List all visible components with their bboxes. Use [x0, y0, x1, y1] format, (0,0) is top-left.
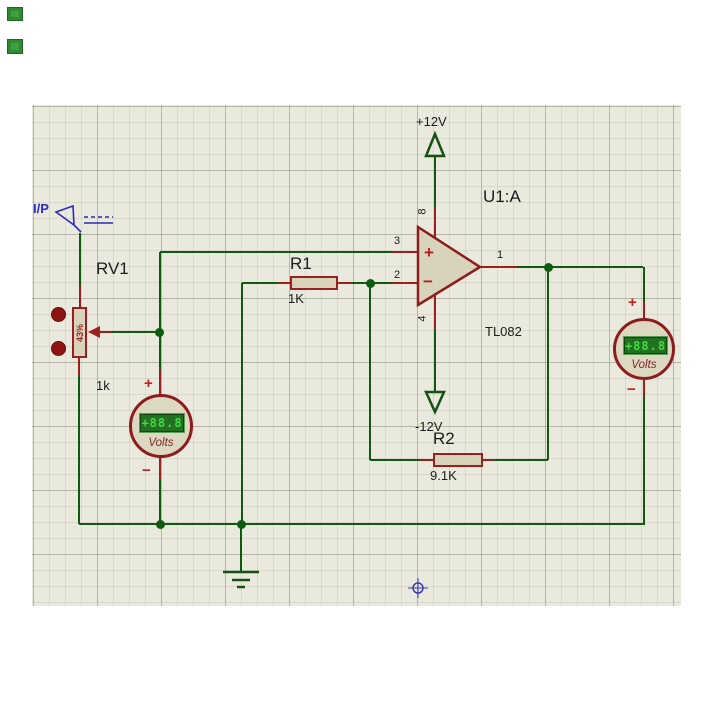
resistor-r2-body[interactable]: [433, 453, 483, 467]
stub-meter-right-top: [643, 302, 645, 318]
pin-label-8: 8: [416, 208, 429, 215]
wire-feedback-bottom-left[interactable]: [370, 459, 420, 461]
voltmeter-right-lcd: +88.8: [623, 336, 668, 355]
pin-label-3: 3: [394, 235, 401, 247]
r2-value-label: 9.1K: [430, 468, 457, 483]
resistor-r1-body[interactable]: [290, 276, 338, 290]
wire-feedback-left[interactable]: [369, 283, 371, 460]
r2-ref-label: R2: [433, 429, 455, 448]
pot-decrement-button[interactable]: [51, 341, 66, 356]
opamp-ref-label: U1:A: [483, 187, 521, 206]
wire-input-drop[interactable]: [79, 233, 81, 285]
pin-label-2: 2: [394, 269, 401, 281]
stub-meter-left-top: [159, 370, 161, 395]
wire-r1-left[interactable]: [242, 282, 277, 284]
wire-right-column-top[interactable]: [643, 267, 645, 302]
schematic-canvas[interactable]: [32, 105, 681, 606]
junction-wiper: [155, 328, 164, 337]
voltmeter-left-unit: Volts: [148, 437, 174, 449]
stub-pin3: [392, 251, 418, 253]
wire-feedback-right[interactable]: [547, 267, 549, 460]
opamp-part-label: TL082: [485, 324, 522, 339]
stub-r1-left: [277, 282, 290, 284]
stub-r2-left: [420, 459, 433, 461]
wire-feedback-bottom-right[interactable]: [494, 459, 548, 461]
wire-inv-input[interactable]: [370, 282, 392, 284]
voltmeter-right-minus: −: [627, 381, 636, 398]
junction-rail-left: [156, 520, 165, 529]
stub-pot-top: [79, 285, 81, 307]
r1-value-label: 1K: [288, 291, 304, 306]
wire-bottom-rail[interactable]: [79, 523, 645, 525]
voltmeter-left[interactable]: +88.8 Volts: [129, 394, 193, 458]
r1-ref-label: R1: [290, 254, 312, 273]
voltmeter-left-minus: −: [142, 462, 151, 479]
pin-label-4: 4: [416, 315, 429, 322]
stub-pin8: [434, 207, 436, 238]
vee-label: -12V: [415, 419, 443, 434]
wire-r1-right[interactable]: [352, 282, 370, 284]
input-terminal-label: I/P: [33, 201, 49, 216]
opamp-minus-sign: −: [423, 272, 433, 291]
stub-pin1-out: [480, 266, 518, 268]
stub-meter-right-bottom: [643, 380, 645, 398]
voltmeter-right-unit: Volts: [631, 359, 657, 371]
voltmeter-right-reading: +88.8: [624, 338, 667, 353]
stub-r1-right: [338, 282, 352, 284]
voltmeter-left-reading: +88.8: [141, 416, 183, 430]
wire-left-column-upper[interactable]: [159, 252, 161, 370]
stub-pin4: [434, 295, 436, 330]
potentiometer-body[interactable]: [72, 307, 87, 358]
stub-pin2: [392, 282, 418, 284]
vcc-label: +12V: [416, 114, 447, 129]
wire-noninv-input[interactable]: [160, 251, 392, 253]
pin-label-1: 1: [497, 249, 504, 261]
junction-output: [544, 263, 553, 272]
stub-r2-right: [483, 459, 494, 461]
junction-inverting: [366, 279, 375, 288]
rv1-ref-label: RV1: [96, 259, 129, 278]
rv1-value-label: 1k: [96, 378, 110, 393]
stub-wiper: [99, 331, 112, 333]
potentiometer-wiper-percent: 43%: [74, 323, 85, 342]
wire-output[interactable]: [518, 266, 643, 268]
stub-meter-left-bottom: [159, 457, 161, 479]
voltmeter-left-plus: +: [144, 375, 153, 392]
wire-ground-stem[interactable]: [240, 524, 242, 571]
corner-green-icon-bottom: [7, 39, 23, 54]
voltmeter-right-plus: +: [628, 294, 637, 311]
voltmeter-right[interactable]: +88.8 Volts: [613, 318, 675, 380]
wire-wiper[interactable]: [112, 331, 158, 333]
wire-vcc[interactable]: [434, 155, 436, 207]
wire-right-column-bottom[interactable]: [643, 398, 645, 524]
corner-green-icon-top: [7, 7, 23, 21]
stub-pot-bottom: [78, 358, 80, 375]
wire-r1-ground-drop[interactable]: [241, 283, 243, 524]
wire-pot-bottom[interactable]: [78, 375, 80, 524]
pot-increment-button[interactable]: [51, 307, 66, 322]
opamp-plus-sign: +: [424, 243, 434, 262]
voltmeter-left-lcd: +88.8: [139, 413, 185, 433]
wire-vee[interactable]: [434, 330, 436, 393]
junction-rail-ground: [237, 520, 246, 529]
wire-left-column-lower[interactable]: [159, 479, 161, 524]
